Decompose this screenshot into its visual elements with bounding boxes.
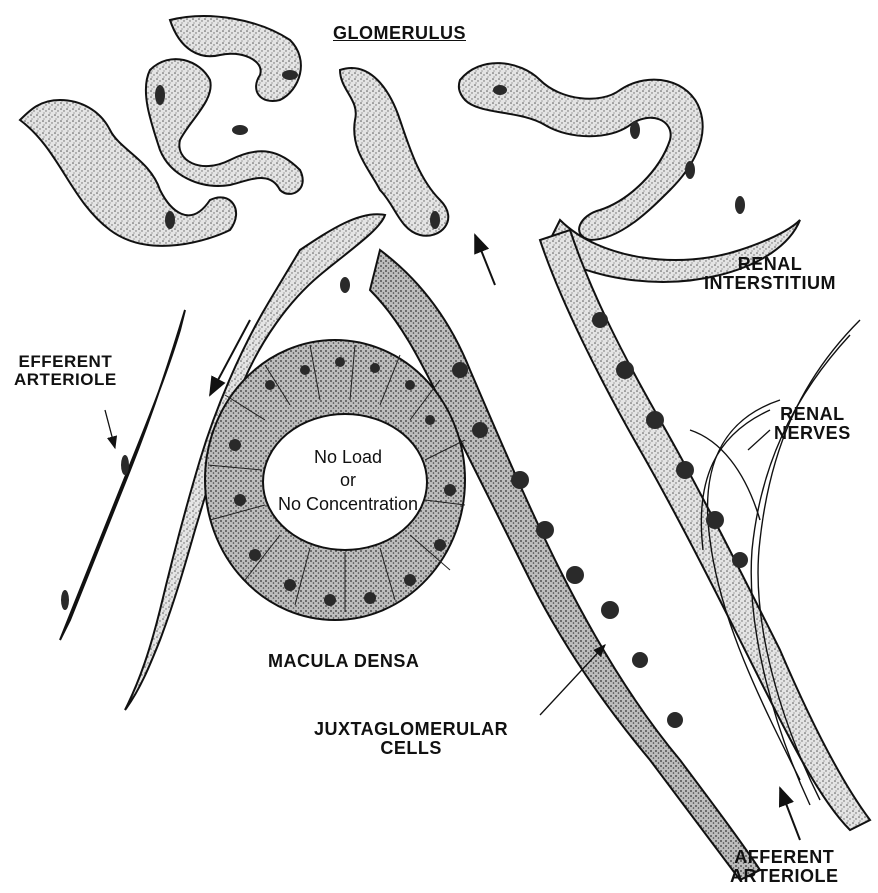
label-renal-interstitium: RENAL INTERSTITIUM	[704, 255, 836, 293]
capillary-loop-center	[340, 68, 448, 236]
renal-interstitium-line-2: INTERSTITIUM	[704, 274, 836, 293]
afferent-outer-wall	[540, 230, 870, 830]
afferent-flow-arrow	[780, 788, 800, 840]
renal-nerves-line-1: RENAL	[774, 405, 851, 424]
renal-interstitium-line-1: RENAL	[704, 255, 836, 274]
lumen-line-2: or	[258, 469, 438, 492]
lumen-line-3: No Concentration	[258, 493, 438, 516]
label-renal-nerves: RENAL NERVES	[774, 405, 851, 443]
tubule-lumen-text: No Load or No Concentration	[258, 446, 438, 516]
label-macula-densa: MACULA DENSA	[268, 652, 419, 671]
efferent-line-2: ARTERIOLE	[14, 371, 117, 389]
glomerular-inflow-arrow	[475, 235, 495, 285]
glomerulus-text: GLOMERULUS	[333, 24, 466, 43]
renal-nerves-pointer	[748, 430, 770, 450]
glomerular-capillaries	[20, 16, 800, 282]
label-juxtaglomerular-cells: JUXTAGLOMERULAR CELLS	[314, 720, 508, 758]
renal-nerves-line-2: NERVES	[774, 424, 851, 443]
lumen-line-1: No Load	[258, 446, 438, 469]
label-afferent-arteriole: AFFERENT ARTERIOLE	[730, 848, 839, 886]
efferent-pointer	[105, 410, 115, 448]
label-efferent-arteriole: EFFERENT ARTERIOLE	[14, 353, 117, 389]
afferent-line-1: AFFERENT	[730, 848, 839, 867]
jg-line-1: JUXTAGLOMERULAR	[314, 720, 508, 739]
efferent-line-1: EFFERENT	[14, 353, 117, 371]
label-glomerulus: GLOMERULUS	[333, 24, 466, 43]
macula-densa-text: MACULA DENSA	[268, 652, 419, 671]
jg-line-2: CELLS	[314, 739, 508, 758]
afferent-line-2: ARTERIOLE	[730, 867, 839, 886]
